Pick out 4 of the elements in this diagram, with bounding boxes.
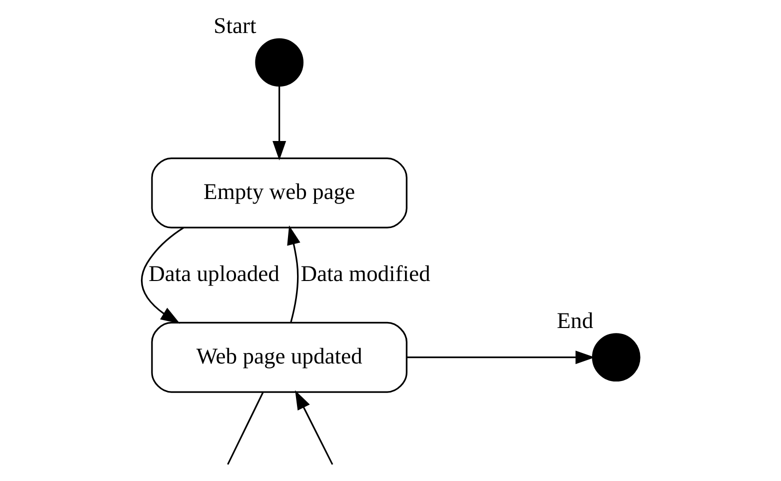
node-label: Start (214, 12, 256, 38)
edge-label: Data modified (300, 261, 430, 286)
edge-label: Data uploaded (148, 261, 280, 286)
node-label: End (556, 308, 594, 333)
